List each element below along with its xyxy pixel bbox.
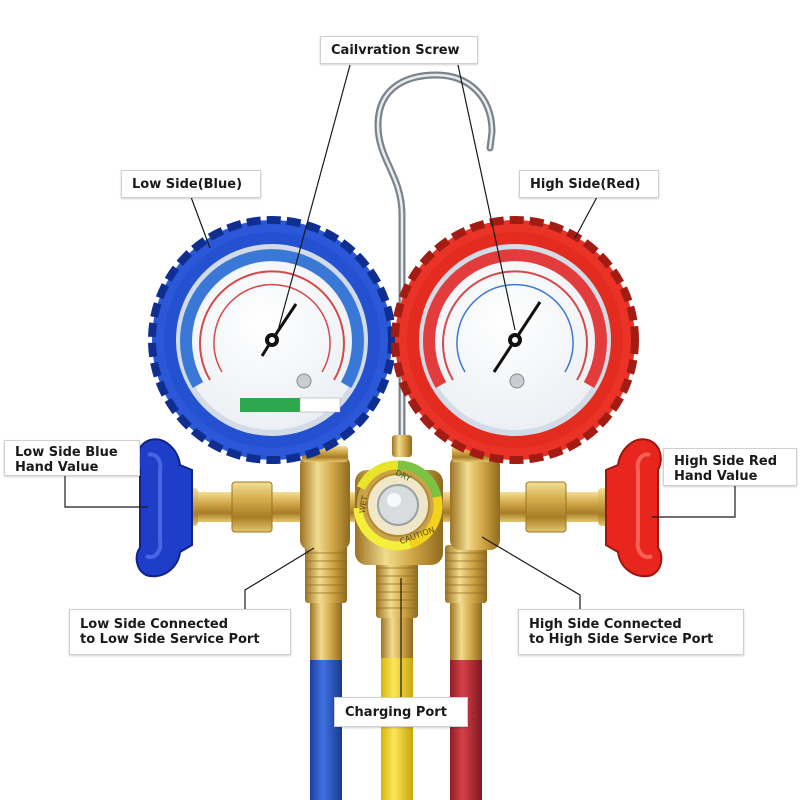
callout-high-connected-line1: High Side Connected (529, 617, 682, 632)
callout-high-hand-valve-line2: Hand Value (674, 469, 758, 484)
blue-hose (310, 660, 342, 800)
callout-low-hand-valve-line2: Hand Value (15, 460, 99, 475)
callout-low-hand-valve: Low Side Blue Hand Value (4, 440, 140, 476)
service-hoses: · · · · · · · · (310, 655, 482, 800)
callout-high-hand-valve: High Side Red Hand Value (663, 448, 797, 486)
callout-high-side-text: High Side(Red) (530, 177, 641, 192)
callout-low-hand-valve-line1: Low Side Blue (15, 445, 118, 460)
svg-text:· · · ·: · · · · (327, 700, 337, 720)
callout-charging-port-text: Charging Port (345, 705, 447, 720)
low-side-gauge (148, 216, 396, 464)
yellow-hose (381, 655, 413, 800)
red-hose (450, 660, 482, 800)
hose-fittings (305, 545, 487, 660)
hanging-hook (374, 71, 496, 444)
callout-low-connected-line1: Low Side Connected (80, 617, 229, 632)
high-side-gauge (391, 216, 639, 464)
callout-high-connected-line2: to High Side Service Port (529, 632, 714, 647)
sight-glass-wet: WET (358, 495, 370, 514)
callout-low-connected: Low Side Connected to Low Side Service P… (69, 609, 291, 655)
callout-calibration-screw: Cailvration Screw (320, 36, 478, 64)
callout-leader-lines (64, 64, 736, 697)
low-side-hand-valve-knob (135, 438, 198, 578)
high-side-hand-valve-knob (598, 438, 663, 578)
callout-calibration-screw-text: Cailvration Screw (331, 43, 460, 58)
callout-high-side: High Side(Red) (519, 170, 659, 198)
callout-charging-port: Charging Port (334, 697, 468, 727)
callout-low-side-text: Low Side(Blue) (132, 177, 243, 192)
callout-low-side: Low Side(Blue) (121, 170, 261, 198)
svg-text:· · · ·: · · · · (467, 700, 477, 720)
callout-low-connected-line2: to Low Side Service Port (80, 632, 260, 647)
sight-glass: DRY CAUTION WET (353, 460, 443, 551)
callout-high-hand-valve-line1: High Side Red (674, 454, 778, 469)
callout-high-connected: High Side Connected to High Side Service… (518, 609, 744, 655)
